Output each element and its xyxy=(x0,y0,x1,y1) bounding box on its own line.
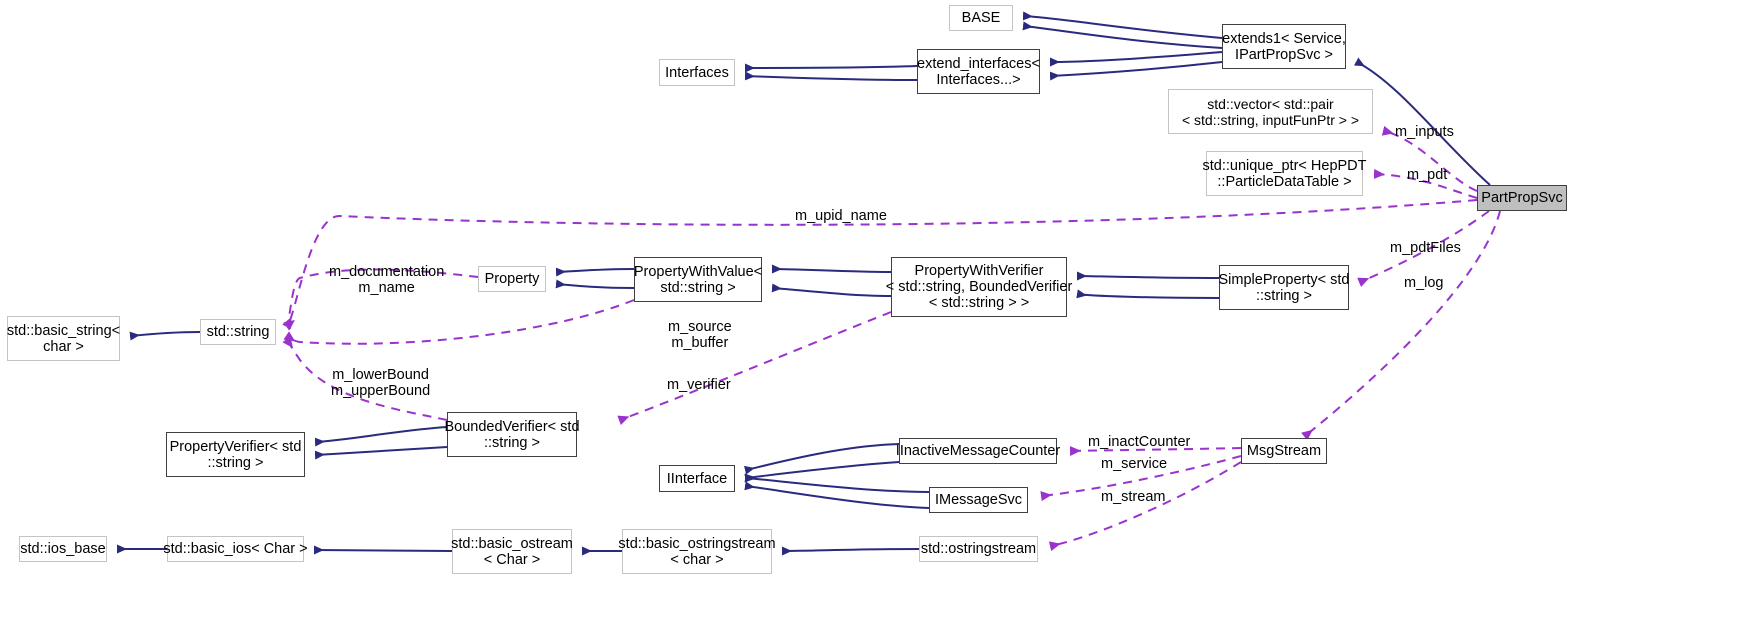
node-std-ios-base[interactable]: std::ios_base xyxy=(19,536,107,562)
node-std-string[interactable]: std::string xyxy=(200,319,276,345)
node-property-with-verifier[interactable]: PropertyWithVerifier < std::string, Boun… xyxy=(886,257,1072,317)
edge-label-m-verifier: m_verifier xyxy=(667,377,731,393)
edge-label-m-log: m_log xyxy=(1404,275,1444,291)
node-simple-property[interactable]: SimpleProperty< std ::string > xyxy=(1219,265,1349,310)
edge-label-m-upid-name: m_upid_name xyxy=(795,208,887,224)
edge-label-m-pdt-files: m_pdtFiles xyxy=(1390,240,1461,256)
edge-label-m-source: m_source m_buffer xyxy=(668,319,732,351)
node-imessage-svc[interactable]: IMessageSvc xyxy=(929,487,1028,513)
edge-label-m-pdt: m_pdt xyxy=(1407,167,1448,183)
node-interfaces[interactable]: Interfaces xyxy=(659,59,735,86)
node-std-basic-ios[interactable]: std::basic_ios< Char > xyxy=(163,536,308,562)
inheritance-edges xyxy=(117,11,1491,556)
node-property-verifier[interactable]: PropertyVerifier< std ::string > xyxy=(166,432,305,477)
edge-label-m-inputs: m_inputs xyxy=(1395,124,1454,140)
edge-label-m-inact-counter: m_inactCounter xyxy=(1088,434,1191,450)
edge-label-m-stream: m_stream xyxy=(1101,489,1166,505)
node-std-basic-ostream[interactable]: std::basic_ostream < Char > xyxy=(451,529,573,574)
node-std-ostringstream[interactable]: std::ostringstream xyxy=(919,536,1038,562)
node-iinterface[interactable]: IInterface xyxy=(659,465,735,492)
node-bounded-verifier[interactable]: BoundedVerifier< std ::string > xyxy=(444,412,580,457)
node-std-basic-string[interactable]: std::basic_string< char > xyxy=(7,316,120,361)
node-property-with-value[interactable]: PropertyWithValue< std::string > xyxy=(634,257,762,302)
node-std-unique-ptr-hep-pdt[interactable]: std::unique_ptr< HepPDT ::ParticleDataTa… xyxy=(1202,151,1367,196)
usage-edges xyxy=(282,125,1501,552)
node-property[interactable]: Property xyxy=(478,266,546,292)
node-msg-stream[interactable]: MsgStream xyxy=(1241,438,1327,464)
node-extend-interfaces[interactable]: extend_interfaces< Interfaces...> xyxy=(917,49,1040,94)
node-std-vector-pair[interactable]: std::vector< std::pair < std::string, in… xyxy=(1168,89,1373,134)
node-extends1[interactable]: extends1< Service, IPartPropSvc > xyxy=(1222,24,1346,69)
edge-label-m-documentation: m_documentation m_name xyxy=(329,264,445,296)
node-std-basic-ostringstream[interactable]: std::basic_ostringstream < char > xyxy=(618,529,776,574)
node-part-prop-svc[interactable]: PartPropSvc xyxy=(1477,185,1567,211)
node-iinactive-message-counter[interactable]: IInactiveMessageCounter xyxy=(896,438,1060,464)
node-base[interactable]: BASE xyxy=(949,5,1013,31)
edge-label-m-service: m_service xyxy=(1101,456,1168,472)
edge-label-m-lower-bound: m_lowerBound m_upperBound xyxy=(331,367,431,399)
